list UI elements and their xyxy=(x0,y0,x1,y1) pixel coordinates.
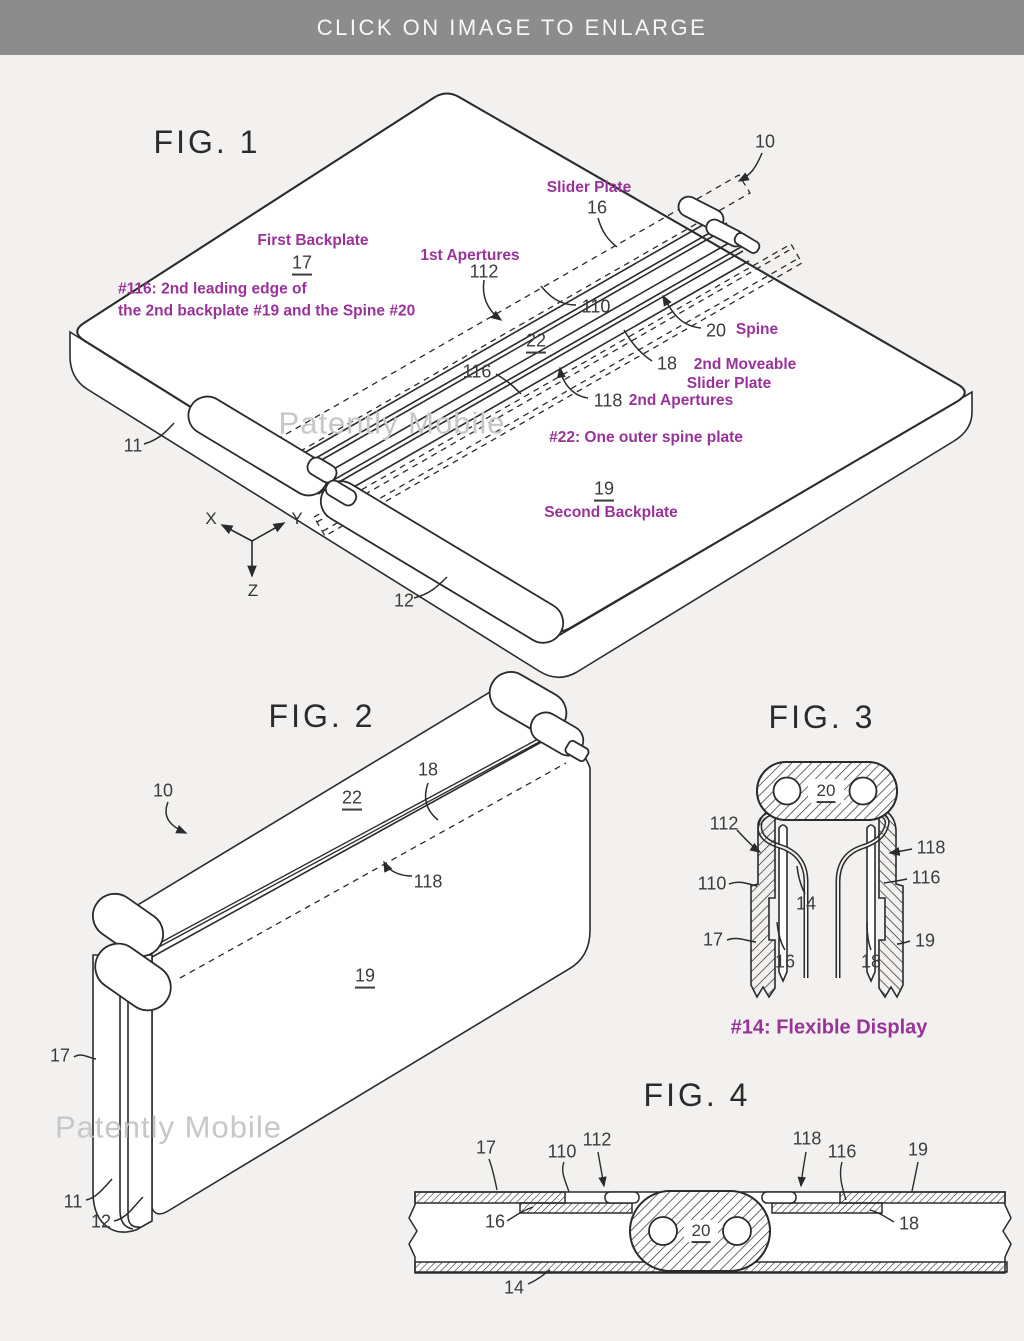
fig1-annotation-first-backplate: First Backplate xyxy=(257,231,369,249)
fig2-ref-18: 18 xyxy=(417,759,439,780)
fig1-ref-17: 17 xyxy=(291,252,313,276)
fig2-title: FIG. 2 xyxy=(268,698,376,735)
fig3-ref-18: 18 xyxy=(860,951,882,972)
fig3-ref-14: 14 xyxy=(795,893,817,914)
fig4-ref-19: 19 xyxy=(907,1139,929,1160)
fig2-ref-118: 118 xyxy=(413,871,443,892)
fig1-dashed-region-2 xyxy=(313,243,803,537)
fig4-ref-20: 20 xyxy=(691,1221,711,1244)
fig4-title: FIG. 4 xyxy=(643,1077,751,1114)
fig1-ref-110: 110 xyxy=(581,296,611,317)
fig4-ref-112: 112 xyxy=(582,1129,612,1150)
fig3-ref-19: 19 xyxy=(914,930,936,951)
fig3-ref-110: 110 xyxy=(697,873,727,894)
fig1-axis-x: X xyxy=(205,509,217,529)
fig1-ref-16: 16 xyxy=(586,197,608,218)
fig3-right-plate xyxy=(878,806,904,999)
fig1-ref-19: 19 xyxy=(593,478,615,502)
fig1-note-22: #22: One outer spine plate xyxy=(549,428,743,446)
fig1-annotation-second-backplate: Second Backplate xyxy=(544,503,678,521)
fig3-leaders xyxy=(726,829,913,951)
fig2-ref-12: 12 xyxy=(90,1211,112,1232)
fig4-ref-118: 118 xyxy=(792,1128,822,1149)
fig2-leaders xyxy=(73,782,439,1222)
fig1-ref-10: 10 xyxy=(754,131,776,152)
watermark-fig2: Patently Mobile xyxy=(55,1109,282,1145)
enlarge-banner: CLICK ON IMAGE TO ENLARGE xyxy=(0,0,1024,55)
fig4-ref-17: 17 xyxy=(475,1137,497,1158)
fig1-spine-band xyxy=(296,213,750,505)
fig1-drawing xyxy=(69,92,973,679)
fig1-ref-20: 20 xyxy=(705,320,727,341)
fig1-title: FIG. 1 xyxy=(153,124,261,161)
fig4-ref-116: 116 xyxy=(827,1141,857,1162)
fig1-ref-11: 11 xyxy=(123,435,143,456)
fig1-leaders xyxy=(143,152,763,599)
fig1-ref-18: 18 xyxy=(656,353,678,374)
fig2-ref-17: 17 xyxy=(49,1045,71,1066)
fig3-left-plate xyxy=(750,806,776,999)
fig4-ref-110: 110 xyxy=(547,1141,577,1162)
fig1-ref-112: 112 xyxy=(469,261,499,282)
fig3-ref-16: 16 xyxy=(774,951,796,972)
fig2-ref-11: 11 xyxy=(63,1191,83,1212)
fig1-annotation-slider-plate-2: Slider Plate xyxy=(686,374,772,392)
fig2-hinge-right xyxy=(488,671,590,762)
fig1-annotation-1st-apertures: 1st Apertures xyxy=(420,246,520,264)
fig1-annotation-2nd-apertures: 2nd Apertures xyxy=(628,391,734,409)
fig1-note-116-line1: #116: 2nd leading edge of xyxy=(118,280,307,298)
fig1-axes xyxy=(220,522,286,578)
fig1-note-116-line2: the 2nd backplate #19 and the Spine #20 xyxy=(118,302,416,320)
fig3-ref-118: 118 xyxy=(916,837,946,858)
fig2-ref-22: 22 xyxy=(341,787,363,811)
fig1-ref-116: 116 xyxy=(462,361,492,382)
fig1-annotation-2nd-moveable: 2nd Moveable xyxy=(693,355,797,373)
fig1-ref-118: 118 xyxy=(593,390,623,411)
fig1-annotation-slider-plate: Slider Plate xyxy=(546,178,632,196)
fig1-hinge-capsules xyxy=(187,195,761,644)
fig1-annotation-spine: Spine xyxy=(735,320,779,338)
fig4-ref-16: 16 xyxy=(484,1211,506,1232)
fig3-ref-20: 20 xyxy=(816,781,836,804)
fig3-ref-116: 116 xyxy=(911,867,941,888)
watermark-fig1: Patently Mobile xyxy=(278,405,506,441)
fig2-drawing xyxy=(73,671,591,1233)
fig1-axis-z: Z xyxy=(247,581,259,601)
fig4-ref-14: 14 xyxy=(503,1277,525,1298)
fig2-hinge-left xyxy=(91,892,172,1012)
fig2-ref-19: 19 xyxy=(354,965,376,989)
fig1-ref-22: 22 xyxy=(525,330,547,354)
fig2-front-slab xyxy=(92,954,153,1233)
fig4-ref-18: 18 xyxy=(898,1213,920,1234)
fig3-ref-17: 17 xyxy=(702,929,724,950)
fig3-ref-112: 112 xyxy=(709,813,739,834)
fig3-caption-flexible-display: #14: Flexible Display xyxy=(730,1016,928,1039)
fig3-drawing xyxy=(726,761,913,999)
enlarge-banner-text: CLICK ON IMAGE TO ENLARGE xyxy=(316,14,708,40)
fig2-ref-10: 10 xyxy=(152,780,174,801)
fig3-title: FIG. 3 xyxy=(768,699,876,736)
fig4-drawing xyxy=(408,1151,1012,1285)
fig1-device-side xyxy=(69,330,973,679)
fig1-ref-12: 12 xyxy=(393,590,415,611)
fig4-leaders xyxy=(488,1151,919,1285)
fig1-axis-y: Y xyxy=(291,509,303,529)
